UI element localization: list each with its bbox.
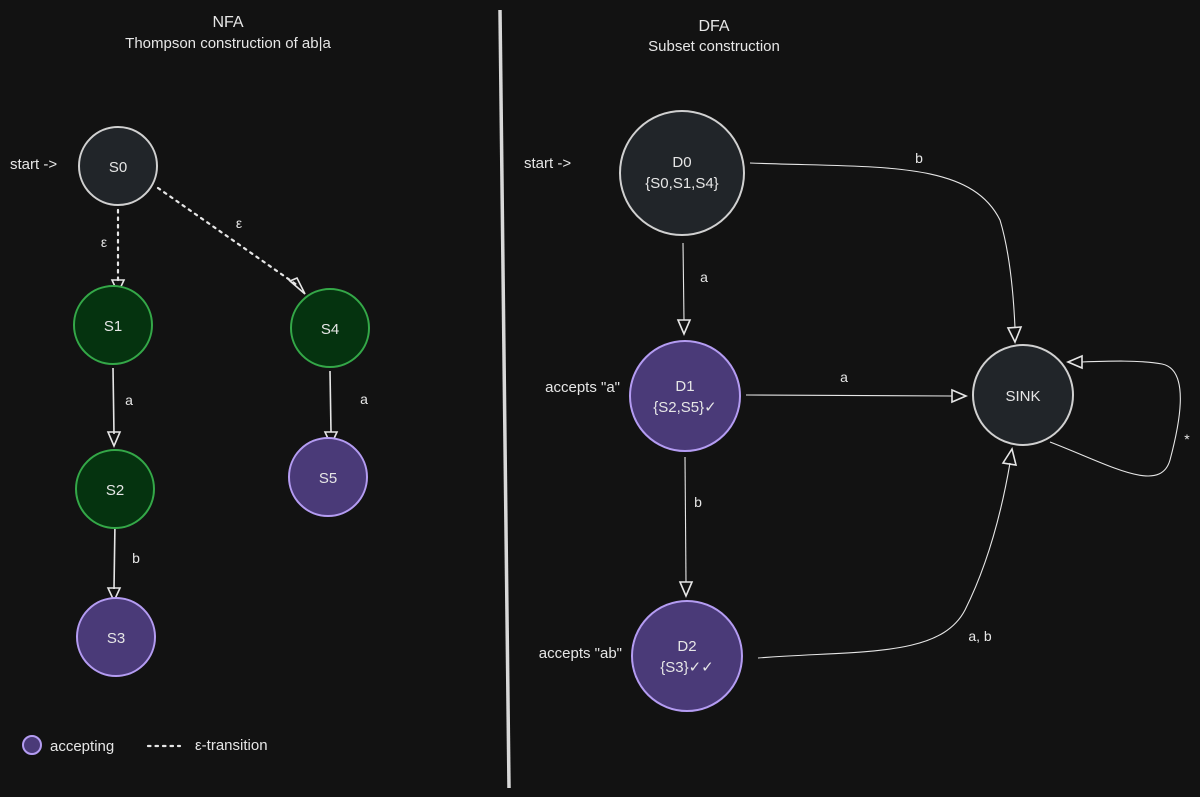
dfa-edge-label-d1-sink: a	[840, 369, 848, 385]
nfa-state-s4	[290, 288, 370, 368]
dfa-edge-d0-sink	[749, 162, 1016, 329]
nfa-edge-s4-s5	[329, 370, 332, 433]
legend-accepting-swatch	[22, 735, 42, 755]
dfa-edge-label-d0-sink: b	[915, 150, 923, 166]
nfa-panel: NFA Thompson construction of ab|a start …	[10, 14, 370, 755]
nfa-state-s1	[73, 285, 153, 365]
nfa-arrowhead-s3	[106, 587, 122, 603]
dfa-start-label: start ->	[524, 155, 571, 172]
dfa-subtitle: Subset construction	[648, 38, 780, 55]
nfa-edge-label-s2-s3: b	[132, 550, 140, 566]
dfa-panel: DFA Subset construction start -> b a a b…	[524, 18, 1190, 712]
dfa-state-d1-note: accepts "a"	[545, 379, 620, 396]
nfa-state-s5-label: S5	[319, 470, 337, 487]
dfa-state-d1-set: {S2,S5}✓	[653, 399, 716, 416]
nfa-state-s0-label: S0	[109, 159, 127, 176]
nfa-edge-label-s0-s1: ε	[101, 234, 107, 250]
dfa-edge-sink-loop	[1049, 360, 1181, 477]
nfa-legend: accepting ε-transition	[22, 735, 268, 755]
nfa-start-label: start ->	[10, 156, 57, 173]
nfa-state-s3	[76, 597, 156, 677]
dfa-arrowhead-d1-sink	[951, 388, 969, 404]
nfa-edge-label-s4-s5: a	[360, 391, 368, 407]
dfa-state-sink	[972, 344, 1074, 446]
dfa-edge-label-sink-loop: *	[1184, 431, 1190, 447]
nfa-subtitle: Thompson construction of ab|a	[125, 35, 331, 52]
nfa-state-s2-label: S2	[106, 482, 124, 499]
dfa-arrowhead-d2	[678, 581, 694, 599]
nfa-edge-s1-s2	[112, 367, 115, 435]
dfa-state-d1-name: D1	[675, 378, 694, 395]
nfa-arrowhead-s2	[106, 431, 122, 449]
nfa-state-s4-label: S4	[321, 321, 339, 338]
dfa-state-d1	[629, 340, 741, 452]
dfa-title: DFA	[698, 18, 729, 35]
dfa-state-d2	[631, 600, 743, 712]
nfa-title: NFA	[212, 14, 243, 31]
dfa-state-d0-set: {S0,S1,S4}	[645, 175, 718, 192]
dfa-edge-d1-sink	[745, 394, 953, 397]
dfa-arrowhead-sink-loop	[1065, 354, 1083, 370]
dfa-state-d0	[619, 110, 745, 236]
dfa-state-d2-set: {S3}✓✓	[660, 659, 714, 676]
legend-epsilon-label: ε-transition	[195, 737, 268, 754]
dfa-arrowhead-d1	[676, 319, 692, 337]
dfa-edge-label-d2-sink: a, b	[968, 628, 992, 644]
nfa-edge-label-s0-s4: ε	[236, 215, 242, 231]
dfa-state-sink-name: SINK	[1005, 388, 1040, 405]
dfa-edge-d2-sink	[757, 462, 1011, 659]
dfa-state-d0-name: D0	[672, 154, 691, 171]
dfa-edge-d1-d2	[684, 456, 687, 583]
nfa-state-s5	[288, 437, 368, 517]
nfa-state-s0	[78, 126, 158, 206]
dfa-edge-d0-d1	[682, 242, 685, 321]
dfa-state-d2-name: D2	[677, 638, 696, 655]
dfa-edge-label-d1-d2: b	[694, 494, 702, 510]
nfa-arrowhead-s4	[288, 276, 306, 295]
dfa-arrowhead-d2-sink	[1001, 447, 1018, 466]
panel-divider	[498, 9, 511, 789]
nfa-edge-s0-s4	[156, 186, 299, 287]
dfa-state-d2-note: accepts "ab"	[539, 645, 622, 662]
nfa-state-s3-label: S3	[107, 630, 125, 647]
legend-accepting-label: accepting	[50, 738, 114, 755]
dfa-edge-label-d0-d1: a	[700, 269, 708, 285]
nfa-edge-s2-s3	[113, 521, 116, 590]
nfa-edge-label-s1-s2: a	[125, 392, 133, 408]
nfa-state-s1-label: S1	[104, 318, 122, 335]
dfa-arrowhead-d0-sink	[1006, 326, 1023, 344]
nfa-state-s2	[75, 449, 155, 529]
